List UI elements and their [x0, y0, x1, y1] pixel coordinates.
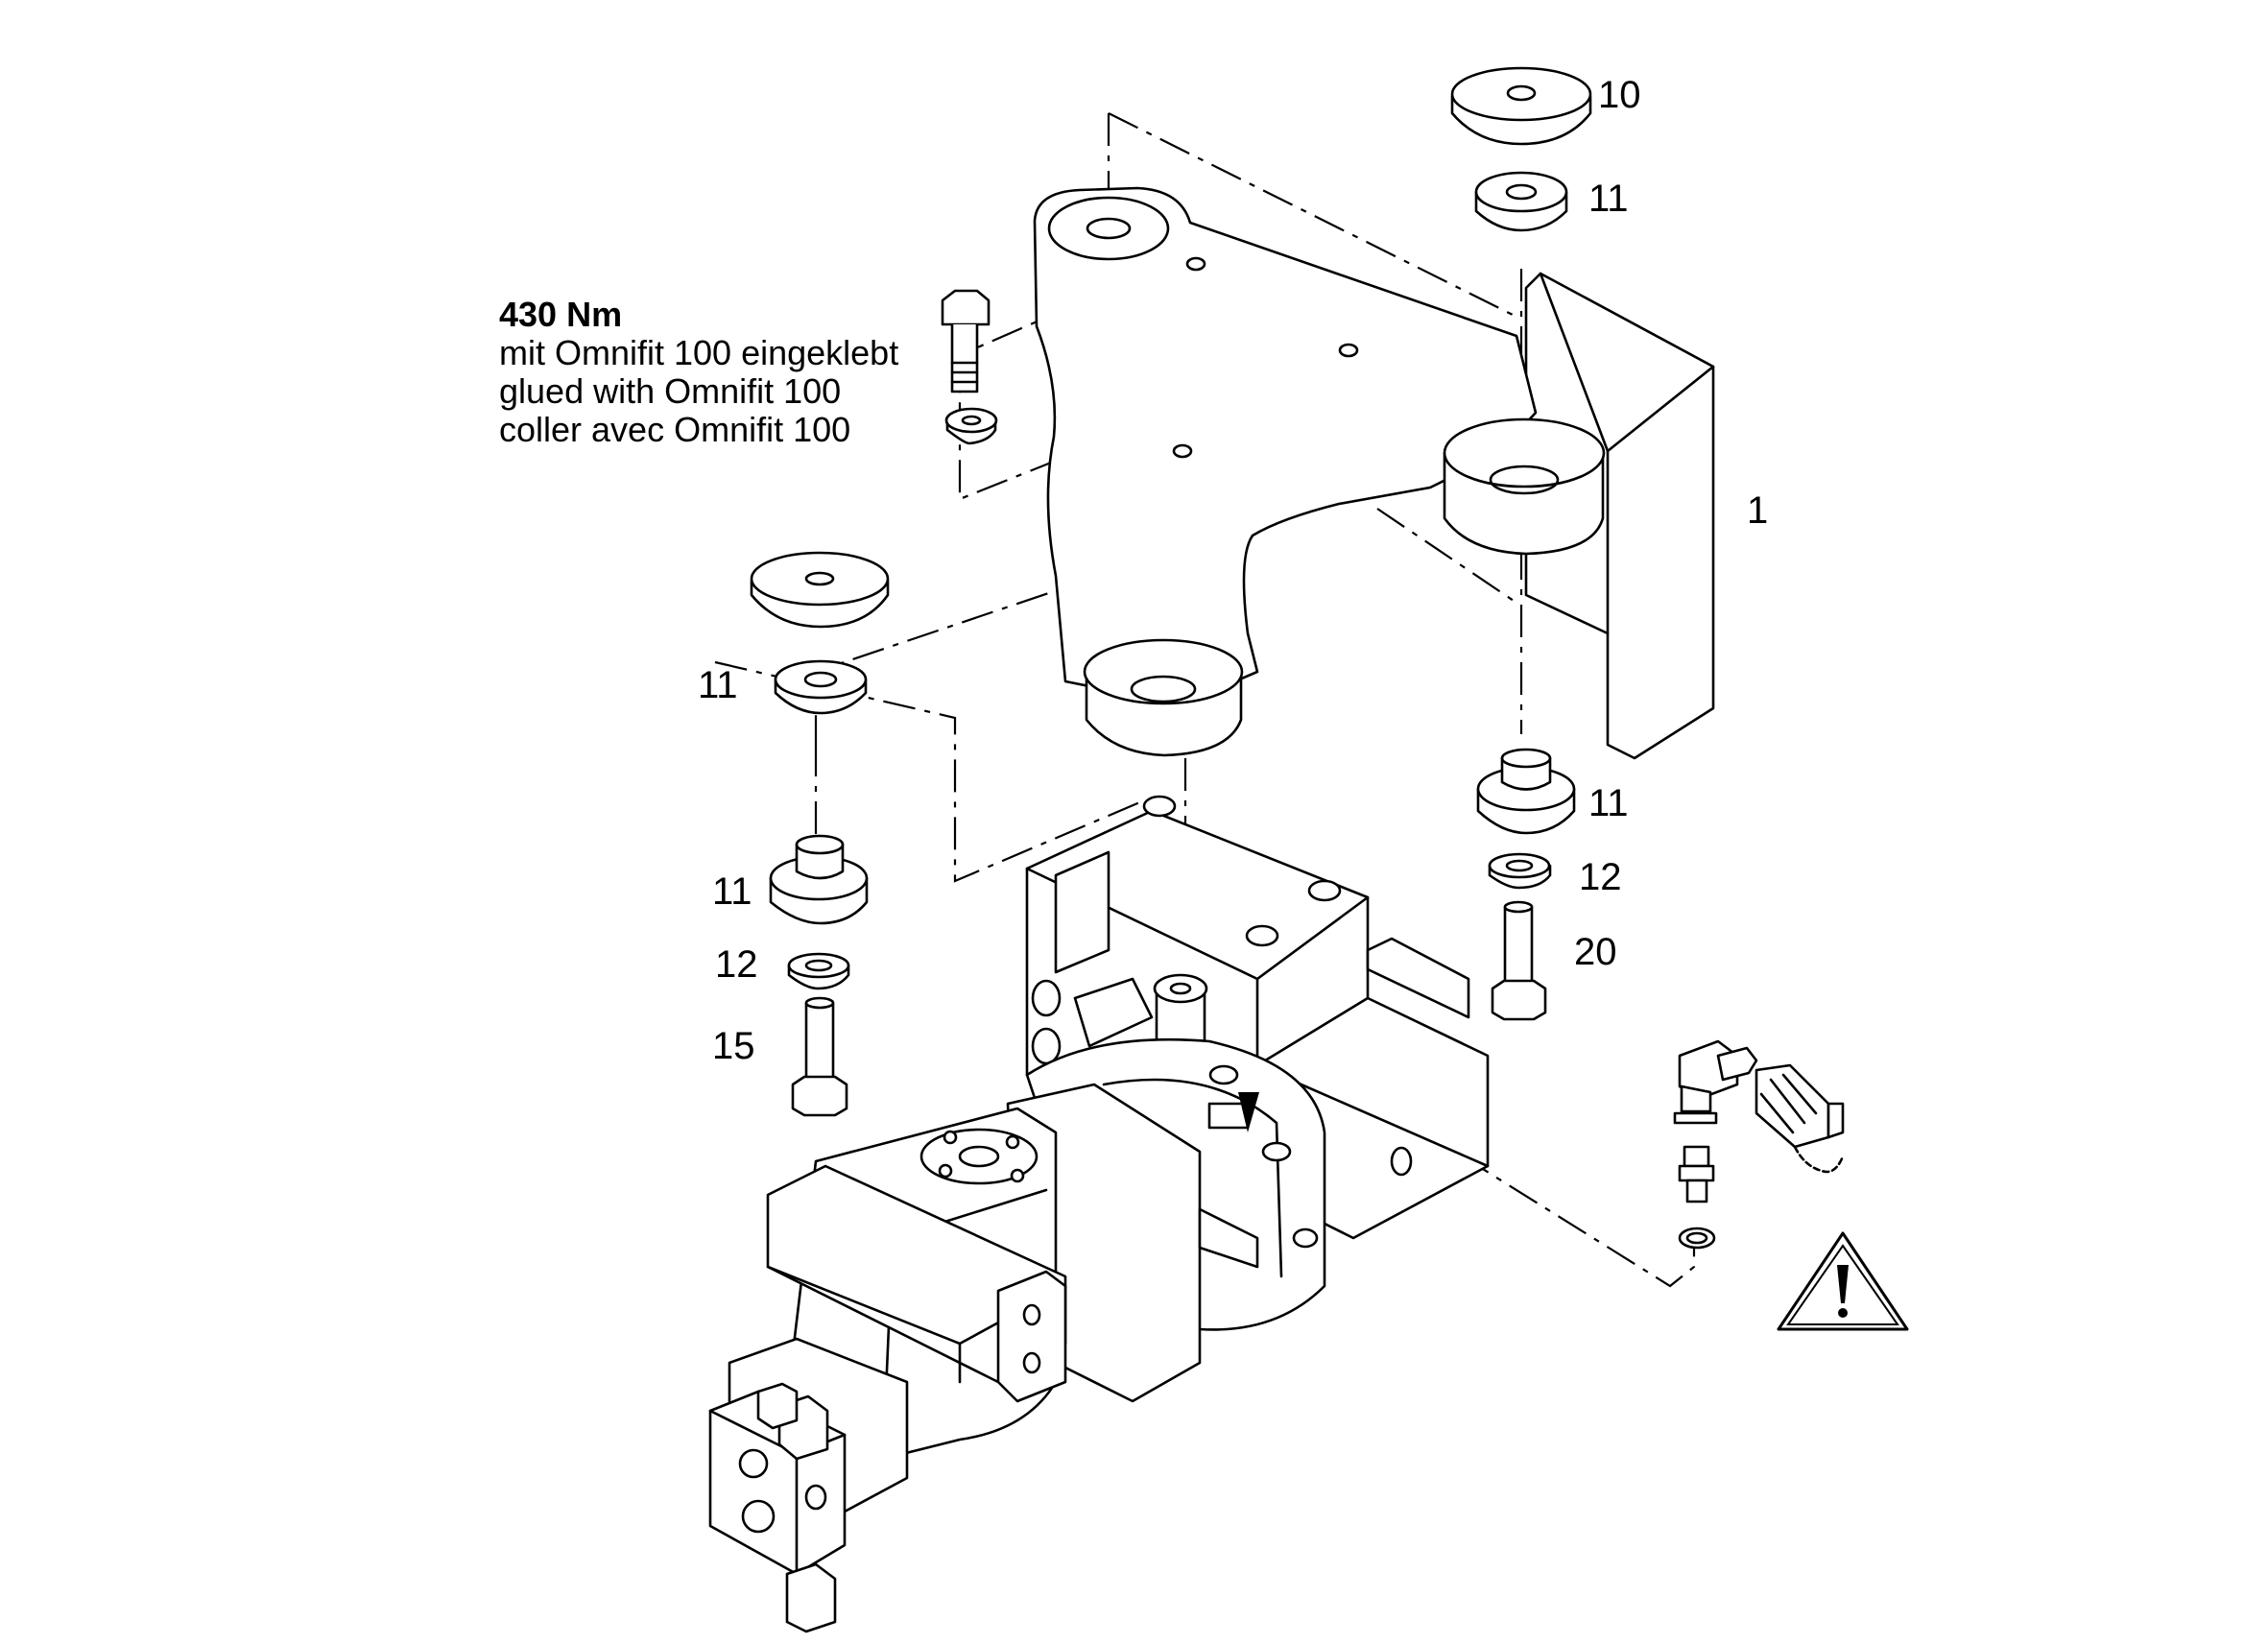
label-part-15: 15: [712, 1025, 755, 1067]
bolt-and-washer-top-left: [941, 289, 998, 445]
note-line-french: coller avec Omnifit 100: [499, 410, 850, 449]
label-part-12-left: 12: [715, 943, 758, 986]
label-part-12-right: 12: [1579, 856, 1622, 898]
label-part-10: 10: [1598, 74, 1641, 116]
fittings-group: [1673, 1039, 1845, 1250]
warning-triangle-icon: [1777, 1231, 1909, 1331]
label-part-1: 1: [1747, 489, 1768, 532]
label-part-20: 20: [1574, 931, 1617, 973]
mount-stack-left: [769, 834, 869, 1117]
washer-part-11-top: [1474, 171, 1568, 232]
washer-part-11-left-stack: [750, 551, 890, 715]
washer-part-10: [1450, 66, 1592, 146]
torque-note: 430 Nm mit Omnifit 100 eingeklebt glued …: [499, 295, 898, 449]
label-part-11-left-mount: 11: [712, 870, 752, 913]
label-part-11-right-mount: 11: [1588, 782, 1629, 824]
bracket-part-1: [1033, 186, 1715, 760]
note-line-english: glued with Omnifit 100: [499, 371, 841, 411]
pump-assembly: [708, 795, 1490, 1633]
mount-stack-right: [1476, 748, 1576, 1021]
part-labels: 10 11 1 11 11 12 20 11 12 15: [698, 74, 1768, 1067]
torque-value: 430 Nm: [499, 295, 622, 334]
note-line-german: mit Omnifit 100 eingeklebt: [499, 333, 898, 372]
label-part-11-left-washer: 11: [698, 664, 738, 706]
label-part-11-top: 11: [1588, 178, 1629, 220]
